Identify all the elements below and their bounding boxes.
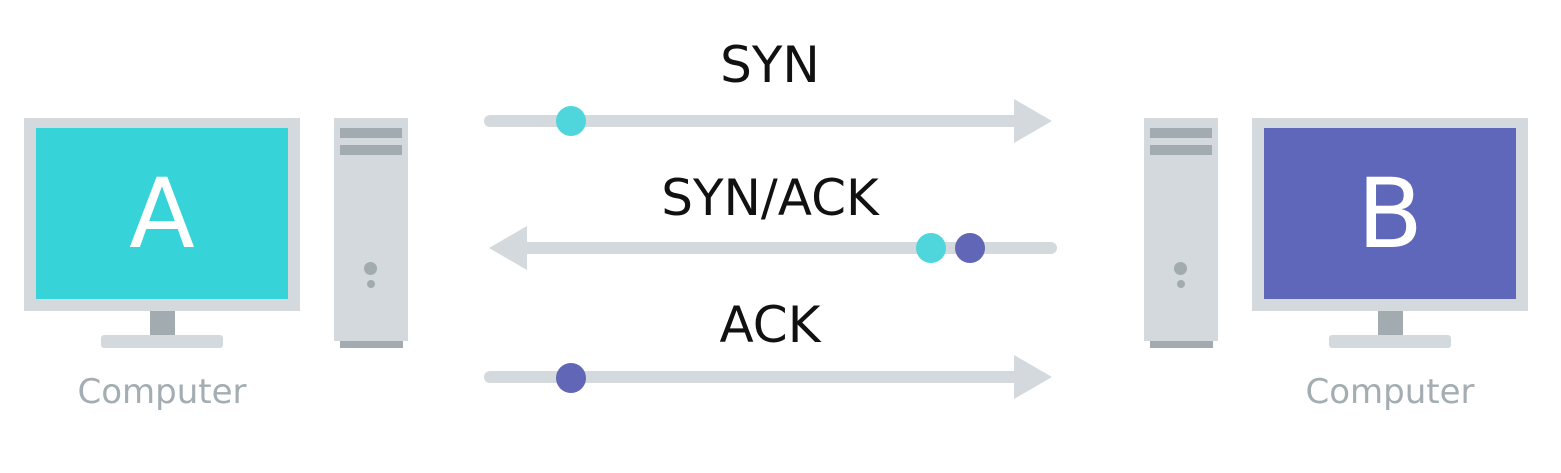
computer-b-caption: Computer [1305,372,1475,412]
tower-b-button [1174,262,1187,275]
computer-b-letter: B [1357,157,1423,270]
ack-arrow [484,355,1052,399]
monitor-icon: B [1252,118,1528,311]
monitor-a-neck [150,311,175,335]
syn-arrowhead [1014,99,1052,143]
ack-label: ACK [719,296,821,354]
monitor-a-foot [101,335,223,348]
synack-arrow [489,226,1057,270]
tower-icon [334,118,408,341]
packet-dot-icon [916,233,946,263]
tower-b-base [1150,341,1213,348]
computer-a-caption: Computer [77,372,247,412]
monitor-b-screen: B [1264,128,1516,299]
ack-arrowhead [1014,355,1052,399]
tower-a-led [367,280,375,288]
packet-dot-icon [556,363,586,393]
monitor-b-neck [1378,311,1403,335]
packet-dot-icon [556,106,586,136]
tower-b-led [1177,280,1185,288]
tower-a-bay-2 [340,145,402,155]
tower-b-bay-1 [1150,128,1212,138]
synack-label: SYN/ACK [661,169,879,227]
tower-a-base [340,341,403,348]
tower-a-button [364,262,377,275]
syn-label: SYN [720,36,820,94]
tower-b-bay-2 [1150,145,1212,155]
monitor-a-screen: A [36,128,288,299]
syn-arrow [484,99,1052,143]
monitor-b-foot [1329,335,1451,348]
computer-a-letter: A [129,157,195,270]
packet-dot-icon [955,233,985,263]
synack-arrowhead [489,226,527,270]
monitor-icon: A [24,118,300,311]
tower-icon [1144,118,1218,341]
tower-a-bay-1 [340,128,402,138]
